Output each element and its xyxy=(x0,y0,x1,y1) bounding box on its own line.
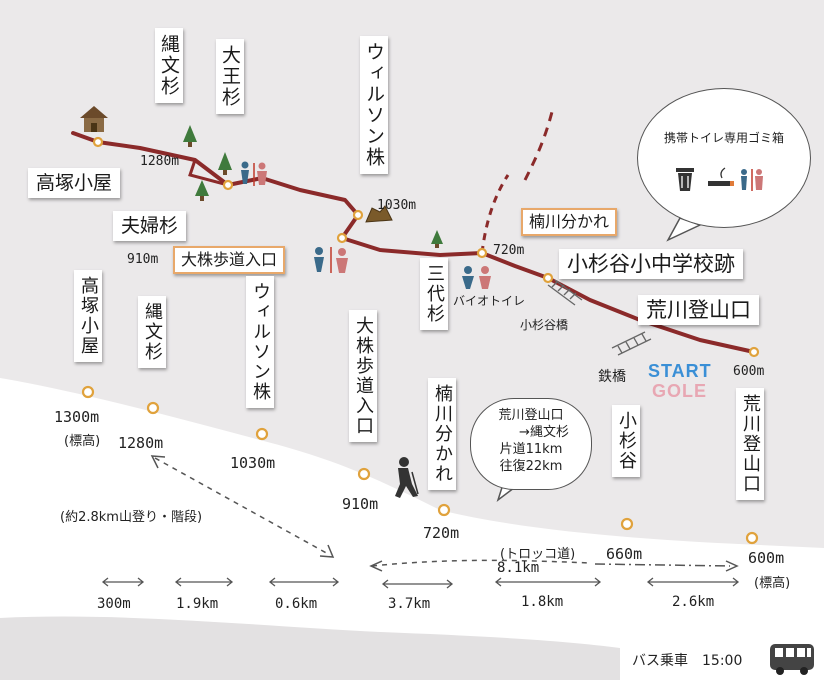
segment-1: 300m xyxy=(97,596,131,612)
smoking-icon xyxy=(708,167,734,186)
toilet-icon-bio xyxy=(462,266,491,289)
bottom-smudge xyxy=(0,616,620,680)
label-meoto-sugi: 夫婦杉 xyxy=(113,211,187,241)
label-sandai-sugi: 三代杉 xyxy=(420,258,448,330)
bubble-line-4: 往復22km xyxy=(499,459,563,474)
distance-bubble: 荒川登山口 →縄文杉 片道11km 往復22km xyxy=(470,398,592,490)
label-wilson-kabu: ウィルソン株 xyxy=(360,36,388,174)
iron-bridge-tracks xyxy=(611,331,652,356)
station-takatsuka: 高塚小屋 xyxy=(74,270,102,362)
station-wilson: ウィルソン株 xyxy=(246,276,274,408)
segment-4: 3.7km xyxy=(388,596,431,612)
label-daio-sugi: 大王杉 xyxy=(216,39,244,114)
label-kosugidani-school: 小杉谷小中学校跡 xyxy=(559,249,743,279)
dashed-trail-1 xyxy=(480,174,510,254)
alt-note-arakawa: (標高) xyxy=(754,576,791,591)
trail-nodes xyxy=(92,136,760,358)
kosugidani-bridge-tracks xyxy=(547,279,583,306)
alt-profile-jomon: 1280m xyxy=(118,434,164,452)
alt-jomon: 1280m xyxy=(140,154,180,169)
alt-wilson: 1030m xyxy=(377,198,417,213)
hut-icon xyxy=(80,106,108,132)
label-arakawa-trailhead: 荒川登山口 xyxy=(638,295,759,325)
label-okabu-entrance: 大株歩道入口 xyxy=(173,246,286,274)
trolley-arrow xyxy=(369,559,739,572)
segment-2: 1.9km xyxy=(176,596,219,612)
station-kusukawa: 楠川分かれ xyxy=(428,378,456,490)
alt-profile-okabu: 910m xyxy=(342,495,379,513)
alt-profile-arakawa: 600m xyxy=(748,549,785,567)
station-kosugidani: 小杉谷 xyxy=(612,405,640,477)
segment-5: 1.8km xyxy=(521,594,564,610)
alt-takatsuka: 1300m xyxy=(54,408,100,426)
segment-3: 0.6km xyxy=(275,596,318,612)
gole-label: GOLE xyxy=(652,381,708,401)
climb-note: (約2.8km山登り・階段) xyxy=(60,510,203,525)
label-bio-toilet: バイオトイレ xyxy=(453,294,526,308)
toilet-bin-title: 携帯トイレ専用ゴミ箱 xyxy=(663,131,784,145)
label-takatsuka-hut: 高塚小屋 xyxy=(28,168,121,198)
climb-arrow xyxy=(150,455,335,558)
trolley-label: (トロッコ道) xyxy=(500,547,576,562)
profile-panel xyxy=(0,378,824,680)
toilet-bin-bubble: 携帯トイレ専用ゴミ箱 xyxy=(637,88,811,228)
station-arakawa: 荒川登山口 xyxy=(736,388,764,500)
bubble-icons xyxy=(676,167,763,191)
toilet-icon-daio xyxy=(241,161,267,186)
tree-icons xyxy=(183,125,443,248)
segment-arrows xyxy=(101,577,740,589)
wilson-stump xyxy=(365,205,393,223)
trash-icon xyxy=(676,168,694,191)
restroom-icon xyxy=(741,169,763,191)
alt-okabu: 910m xyxy=(127,252,159,267)
bubble-line-2: →縄文杉 xyxy=(519,425,569,440)
profile-nodes xyxy=(81,385,759,545)
segment-6: 2.6km xyxy=(672,594,715,610)
toilet-icon-okabu xyxy=(314,247,348,273)
alt-profile-kosugidani: 660m xyxy=(606,545,643,563)
branch-trail xyxy=(188,159,229,187)
bubble-line-3: 片道11km xyxy=(499,442,563,457)
station-jomon: 縄文杉 xyxy=(138,296,166,368)
alt-profile-wilson: 1030m xyxy=(230,454,276,472)
label-iron-bridge: 鉄橋 xyxy=(598,369,626,385)
trolley-total: 8.1km xyxy=(497,560,540,576)
start-label: START xyxy=(648,361,712,381)
bubble-line-1: 荒川登山口 xyxy=(498,408,564,423)
bus-time: バス乗車 15:00 xyxy=(632,653,743,669)
station-okabu: 大株歩道入口 xyxy=(349,310,377,442)
alt-arakawa: 600m xyxy=(733,364,765,379)
label-kosugidani-bridge: 小杉谷橋 xyxy=(520,318,569,332)
label-kusukawa-branch: 楠川分かれ xyxy=(521,208,618,236)
alt-profile-kusukawa: 720m xyxy=(423,524,460,542)
label-jomon-sugi: 縄文杉 xyxy=(155,28,183,103)
bus-icon xyxy=(770,644,814,675)
hiker-icon xyxy=(395,457,419,498)
alt-note-takatsuka: (標高) xyxy=(64,434,101,449)
alt-kusukawa: 720m xyxy=(493,243,525,258)
dashed-trail-2 xyxy=(523,107,555,181)
